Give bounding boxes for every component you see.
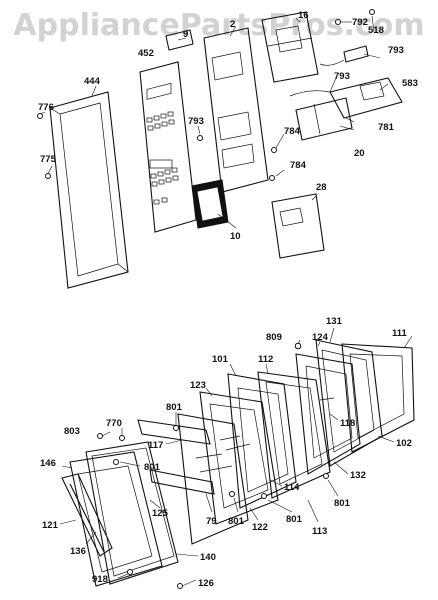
callout-140: 140 [200, 552, 216, 563]
part-121-handle[interactable] [61, 473, 113, 557]
screw-801b[interactable] [113, 459, 119, 465]
part-79-retainer[interactable] [137, 419, 215, 495]
callout-452: 452 [138, 48, 154, 59]
part-28-bracket-plate[interactable] [271, 193, 325, 259]
part-101-door-panel[interactable] [227, 373, 297, 509]
callout-784: 784 [290, 160, 307, 171]
part-20-bracket[interactable] [295, 97, 353, 141]
callout-111: 111 [392, 328, 408, 339]
callout-118: 118 [340, 418, 355, 429]
callout-112: 112 [258, 354, 273, 365]
callout-583: 583 [402, 78, 418, 89]
callout-79: 79 [206, 516, 217, 527]
screw-775[interactable] [45, 173, 51, 179]
callout-801: 801 [166, 402, 183, 413]
callout-801: 801 [286, 514, 303, 525]
callout-124: 124 [312, 332, 329, 343]
callout-122: 122 [252, 522, 268, 533]
screw-770[interactable] [119, 435, 125, 441]
part-136-outer-glass[interactable] [69, 451, 163, 587]
callout-113: 113 [312, 526, 327, 537]
callout-793: 793 [188, 116, 204, 127]
screw-126[interactable] [177, 583, 183, 589]
callout-136: 136 [70, 546, 86, 557]
screw-793[interactable] [197, 135, 203, 141]
screw-801d[interactable] [229, 491, 235, 497]
part-124-door-inner-frame[interactable] [315, 339, 383, 467]
screw-801e[interactable] [261, 493, 267, 499]
callout-16: 16 [298, 10, 309, 21]
part-112-door-liner[interactable] [257, 371, 331, 499]
callout-803: 803 [64, 426, 80, 437]
callout-2: 2 [230, 19, 235, 30]
part-583-relay-board[interactable] [289, 77, 403, 119]
callout-123: 123 [190, 380, 206, 391]
screw-784b[interactable] [269, 175, 275, 181]
callout-146: 146 [40, 458, 56, 469]
callout-117: 117 [148, 440, 163, 451]
screw-784a[interactable] [271, 147, 277, 153]
callout-101: 101 [212, 354, 229, 365]
callout-809: 809 [266, 332, 282, 343]
screw-801c[interactable] [323, 473, 329, 479]
callout-775: 775 [40, 154, 57, 165]
screw-803[interactable] [97, 433, 103, 439]
part-793-connector[interactable] [319, 45, 369, 66]
screw-518[interactable] [369, 9, 375, 15]
callout-918: 918 [92, 574, 108, 585]
part-16-control-board[interactable] [261, 11, 319, 83]
callout-114: 114 [284, 482, 300, 493]
part-444-frame-trim[interactable] [49, 91, 129, 289]
part-111-door-liner-frame[interactable] [341, 343, 415, 453]
callout-801: 801 [334, 498, 351, 509]
callout-776: 776 [38, 102, 54, 113]
part-2-panel-backer[interactable] [203, 27, 269, 193]
callout-518: 518 [368, 25, 384, 36]
callout-770: 770 [106, 418, 122, 429]
callout-801: 801 [228, 516, 245, 527]
callout-131: 131 [326, 316, 343, 327]
part-10-window-lens[interactable] [191, 179, 229, 229]
screw-918[interactable] [127, 569, 133, 575]
callout-9: 9 [183, 29, 188, 40]
callout-444: 444 [84, 76, 101, 87]
callout-102: 102 [396, 438, 412, 449]
callout-28: 28 [316, 182, 327, 193]
callout-125: 125 [152, 508, 169, 519]
callout-793: 793 [388, 45, 404, 56]
callout-793: 793 [334, 71, 350, 82]
screw-801a[interactable] [173, 425, 179, 431]
callout-labels: 9 2 16 792 518 452 444 793 583 776 793 7… [38, 10, 418, 589]
callout-20: 20 [354, 148, 365, 159]
part-9-display-lens[interactable] [165, 29, 194, 51]
part-452-control-panel[interactable] [139, 61, 197, 233]
part-117-glass-panel[interactable] [177, 413, 249, 545]
callout-781: 781 [378, 122, 395, 133]
part-123-glass[interactable] [199, 391, 279, 525]
callout-132: 132 [350, 470, 366, 481]
callout-126: 126 [198, 578, 214, 589]
screw-809[interactable] [294, 342, 302, 350]
callout-784: 784 [284, 126, 301, 137]
screw-792[interactable] [335, 19, 341, 25]
part-118-insulation[interactable] [295, 353, 361, 475]
callout-10: 10 [230, 231, 241, 242]
screw-776[interactable] [37, 113, 43, 119]
callout-792: 792 [352, 17, 368, 28]
callout-121: 121 [42, 520, 59, 531]
callout-801: 801 [144, 462, 161, 473]
